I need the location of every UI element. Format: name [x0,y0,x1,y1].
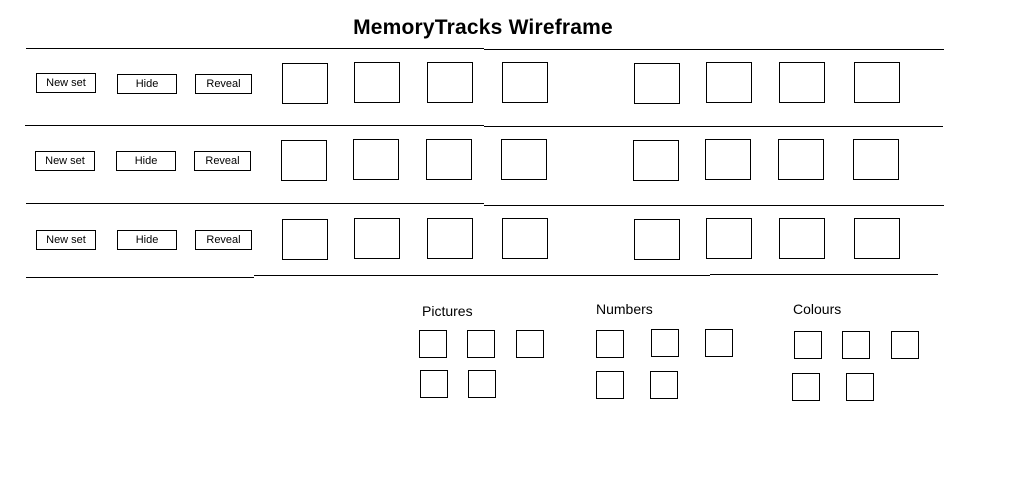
colour-tile[interactable] [846,373,874,401]
divider [254,275,710,276]
reveal-button[interactable]: Reveal [195,230,252,250]
track-slot[interactable] [354,218,400,259]
track-slot[interactable] [706,218,752,259]
new-set-button[interactable]: New set [36,230,96,250]
page-title: MemoryTracks Wireframe [353,16,613,39]
track-slot[interactable] [501,139,547,180]
track-slot[interactable] [427,218,473,259]
number-tile[interactable] [651,329,679,357]
colour-tile[interactable] [891,331,919,359]
track-slot[interactable] [426,139,472,180]
new-set-button[interactable]: New set [35,151,95,171]
new-set-button[interactable]: New set [36,73,96,93]
track-slot[interactable] [634,63,680,104]
reveal-button[interactable]: Reveal [195,74,252,94]
number-tile[interactable] [705,329,733,357]
divider [484,49,944,50]
colour-tile[interactable] [792,373,820,401]
number-tile[interactable] [650,371,678,399]
hide-button[interactable]: Hide [116,151,176,171]
number-tile[interactable] [596,371,624,399]
picture-tile[interactable] [467,330,495,358]
track-slot[interactable] [779,62,825,103]
reveal-button[interactable]: Reveal [194,151,251,171]
colour-tile[interactable] [842,331,870,359]
track-slot[interactable] [778,139,824,180]
track-slot[interactable] [705,139,751,180]
track-slot[interactable] [354,62,400,103]
number-tile[interactable] [596,330,624,358]
divider [484,126,943,127]
track-slot[interactable] [854,62,900,103]
divider [25,125,484,126]
track-slot[interactable] [353,139,399,180]
hide-button[interactable]: Hide [117,230,177,250]
track-slot[interactable] [779,218,825,259]
track-slot[interactable] [427,62,473,103]
track-slot[interactable] [282,219,328,260]
track-slot[interactable] [282,63,328,104]
pictures-label: Pictures [422,303,473,319]
track-slot[interactable] [633,140,679,181]
picture-tile[interactable] [516,330,544,358]
divider [26,203,484,204]
picture-tile[interactable] [468,370,496,398]
colour-tile[interactable] [794,331,822,359]
colours-label: Colours [793,301,842,317]
divider [26,48,484,49]
track-slot[interactable] [854,218,900,259]
divider [484,205,944,206]
track-slot[interactable] [634,219,680,260]
divider [26,277,254,278]
track-slot[interactable] [853,139,899,180]
track-slot[interactable] [281,140,327,181]
track-slot[interactable] [502,218,548,259]
picture-tile[interactable] [420,370,448,398]
numbers-label: Numbers [596,301,653,317]
divider [710,274,938,275]
picture-tile[interactable] [419,330,447,358]
track-slot[interactable] [706,62,752,103]
hide-button[interactable]: Hide [117,74,177,94]
track-slot[interactable] [502,62,548,103]
